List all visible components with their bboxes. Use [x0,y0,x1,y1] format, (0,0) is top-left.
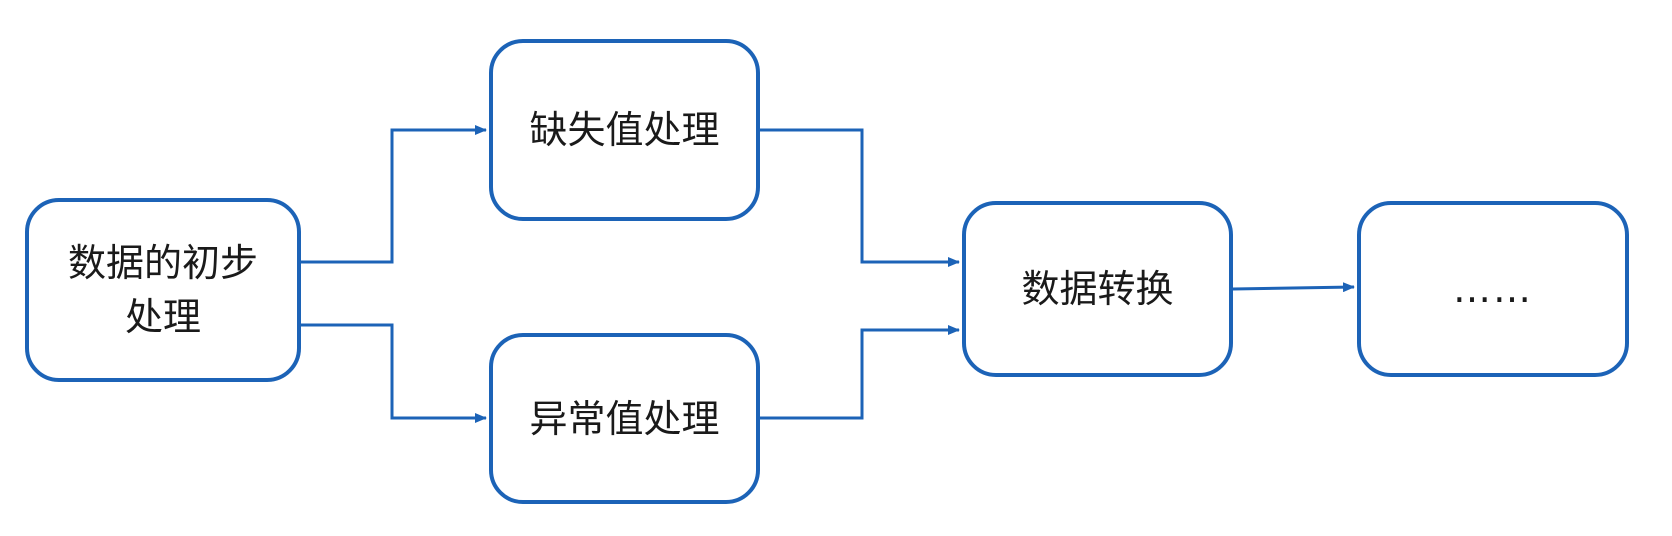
edge-initial-to-missing [301,125,487,264]
node-initial-processing-label: 数据的初步处理 [67,241,258,339]
node-ellipsis-label: …… [1453,267,1533,311]
edge-outlier-to-transform [760,325,960,420]
node-data-transformation: 数据转换 [962,201,1233,377]
node-missing-value-processing-label: 缺失值处理 [529,108,720,152]
edge-initial-to-outlier [301,323,487,423]
node-ellipsis: …… [1357,201,1629,377]
node-initial-processing: 数据的初步处理 [25,198,301,382]
edge-missing-to-transform [760,128,960,267]
node-missing-value-processing: 缺失值处理 [489,39,760,221]
node-outlier-processing: 异常值处理 [489,333,760,504]
edge-transform-to-more [1232,282,1355,293]
node-data-transformation-label: 数据转换 [1021,267,1174,311]
node-outlier-processing-label: 异常值处理 [529,396,720,441]
